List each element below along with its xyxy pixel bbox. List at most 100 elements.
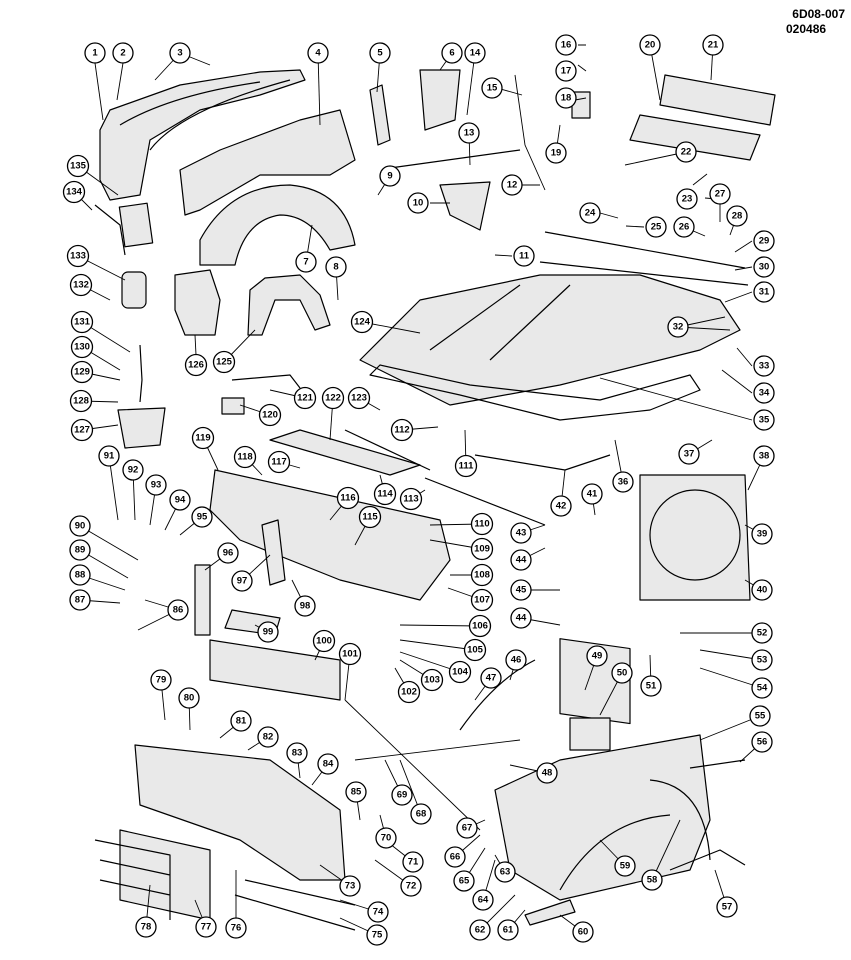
callout-77: 77	[195, 916, 217, 938]
callout-94: 94	[169, 489, 191, 511]
svg-text:115: 115	[362, 512, 378, 523]
callout-9: 9	[379, 165, 401, 187]
bracket-125	[247, 274, 331, 336]
svg-text:56: 56	[757, 737, 768, 748]
callout-68: 68	[410, 803, 432, 825]
callout-84: 84	[317, 753, 339, 775]
callout-3: 3	[169, 42, 191, 64]
callout-112: 112	[390, 418, 414, 442]
callout-39: 39	[751, 523, 773, 545]
svg-text:55: 55	[755, 711, 766, 722]
svg-text:110: 110	[474, 519, 489, 530]
svg-text:75: 75	[372, 930, 383, 941]
svg-text:6: 6	[449, 48, 454, 59]
callout-8: 8	[325, 256, 347, 278]
svg-text:72: 72	[406, 881, 417, 892]
callout-133: 133	[66, 244, 90, 268]
callout-87: 87	[69, 589, 91, 611]
callout-126: 126	[184, 353, 208, 377]
callout-66: 66	[444, 846, 466, 868]
bracket-96	[194, 564, 211, 636]
svg-text:31: 31	[759, 287, 770, 298]
svg-text:101: 101	[342, 649, 359, 660]
callout-78: 78	[135, 916, 157, 938]
inner-wheelhouse	[199, 184, 356, 266]
hood-hinge	[419, 69, 461, 131]
trim-panel-21	[659, 74, 776, 126]
callout-111: 111	[454, 454, 478, 478]
svg-text:80: 80	[184, 693, 195, 704]
callout-106: 106	[468, 614, 492, 638]
svg-text:125: 125	[216, 357, 233, 368]
svg-text:99: 99	[263, 627, 274, 638]
rod-134	[94, 204, 126, 256]
svg-text:83: 83	[292, 748, 303, 759]
svg-text:128: 128	[73, 396, 89, 407]
callout-34: 34	[753, 382, 775, 404]
bumper-bracket	[209, 639, 341, 701]
fender-inner-panel	[99, 69, 306, 201]
svg-text:78: 78	[141, 922, 152, 933]
callout-109: 109	[470, 537, 494, 561]
callout-14: 14	[464, 42, 486, 64]
bracket-120	[221, 397, 245, 415]
callout-25: 25	[645, 216, 667, 238]
svg-text:32: 32	[673, 322, 684, 333]
callout-114: 114	[373, 482, 397, 506]
callout-13: 13	[458, 122, 480, 144]
svg-text:45: 45	[516, 585, 527, 596]
headlamp-housing	[134, 744, 346, 881]
svg-text:85: 85	[351, 787, 362, 798]
svg-text:134: 134	[66, 187, 83, 198]
callout-7: 7	[295, 251, 317, 273]
svg-text:42: 42	[556, 501, 567, 512]
svg-text:41: 41	[587, 489, 598, 500]
callout-116: 116	[336, 486, 360, 510]
callout-36: 36	[612, 471, 634, 493]
callout-122: 122	[321, 386, 345, 410]
bracket-135	[118, 202, 154, 248]
svg-text:21: 21	[708, 40, 719, 51]
cover-10	[439, 181, 491, 231]
air-intake-duct	[459, 659, 536, 731]
svg-text:112: 112	[394, 425, 409, 436]
svg-text:20: 20	[645, 40, 656, 51]
callout-61: 61	[497, 919, 519, 941]
svg-text:70: 70	[381, 833, 392, 844]
svg-text:131: 131	[74, 317, 91, 328]
svg-text:60: 60	[578, 927, 589, 938]
callout-65: 65	[453, 870, 475, 892]
callout-110: 110	[470, 512, 494, 536]
hood-inner-panel	[369, 364, 701, 421]
hood-support-rod	[514, 74, 546, 191]
svg-text:65: 65	[459, 876, 470, 887]
svg-text:120: 120	[262, 410, 278, 421]
callout-88: 88	[69, 564, 91, 586]
callout-16: 16	[555, 34, 577, 56]
nameplate-57	[669, 849, 746, 871]
svg-text:58: 58	[647, 875, 658, 886]
svg-text:17: 17	[561, 66, 572, 77]
callout-56: 56	[751, 731, 773, 753]
svg-text:79: 79	[156, 675, 167, 686]
svg-text:8: 8	[333, 262, 338, 273]
callout-31: 31	[753, 281, 775, 303]
callout-15: 15	[481, 77, 503, 99]
canister-133	[121, 271, 147, 309]
callout-93: 93	[145, 474, 167, 496]
svg-text:29: 29	[759, 236, 770, 247]
callout-28: 28	[726, 205, 748, 227]
svg-text:122: 122	[325, 393, 341, 404]
svg-text:104: 104	[452, 667, 469, 678]
svg-text:3: 3	[177, 48, 182, 59]
svg-text:64: 64	[478, 895, 489, 906]
svg-text:87: 87	[75, 595, 86, 606]
wheelhouse-panel	[179, 109, 356, 216]
callout-48: 48	[536, 762, 558, 784]
svg-text:133: 133	[70, 251, 86, 262]
callout-100: 100	[312, 629, 336, 653]
svg-text:4: 4	[315, 48, 321, 59]
svg-text:114: 114	[377, 489, 393, 500]
callout-50: 50	[611, 662, 633, 684]
grille-panel	[119, 829, 211, 921]
